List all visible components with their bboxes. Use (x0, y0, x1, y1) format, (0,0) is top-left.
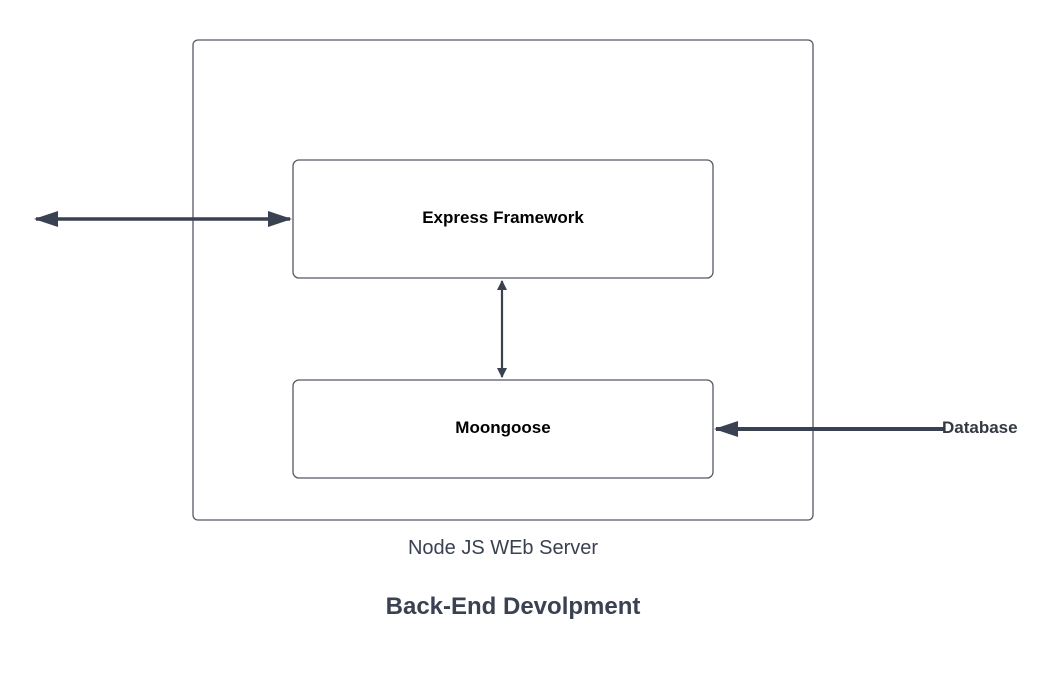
node-express-label: Express Framework (422, 208, 584, 227)
node-mongoose-box (292, 379, 714, 479)
diagram-title: Back-End Devolpment (386, 593, 641, 620)
node-database-label: Database (942, 418, 1018, 437)
node-mongoose-label: Moongoose (455, 418, 550, 437)
node-server-label: Node JS WEb Server (408, 537, 598, 559)
node-express-box (292, 159, 714, 279)
